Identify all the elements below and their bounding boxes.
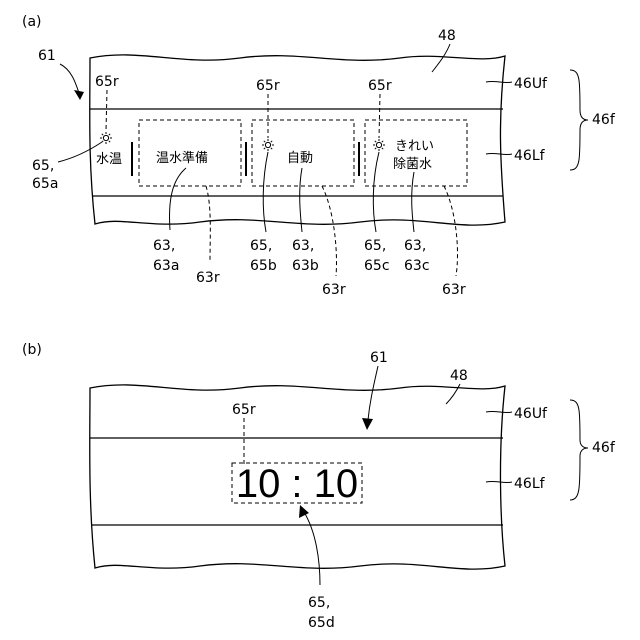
leader-63c xyxy=(412,172,414,232)
clock-display-text: 10 : 10 xyxy=(236,462,358,506)
ref-65-c1: 65, xyxy=(364,238,386,254)
ref-65r-b: 65r xyxy=(256,78,280,94)
water-temp-label: 水温 xyxy=(96,152,122,167)
panel-a: (a) 水温 温水準備 自動 きれい 除菌水 48 61 65r 65r xyxy=(22,14,616,298)
leader-46Uf-b xyxy=(486,411,512,412)
sterilized-button-label-line1: きれい xyxy=(395,139,434,154)
auto-light-icon xyxy=(262,139,274,151)
leader-63b xyxy=(300,168,302,232)
leader-63r-b xyxy=(322,186,336,276)
ref-65-c2: 65c xyxy=(364,258,390,274)
ref-46Lf-b: 46Lf xyxy=(514,476,546,492)
panel-b-label: (b) xyxy=(22,342,42,358)
leader-63r-c xyxy=(444,186,458,276)
ref-61-b: 61 xyxy=(370,350,388,366)
leader-65r-c xyxy=(379,94,380,138)
ref-46Uf-a: 46Uf xyxy=(514,76,548,92)
leader-46Lf-b xyxy=(486,481,512,482)
arrowhead-65d xyxy=(299,505,309,518)
sterilized-button-label-line2: 除菌水 xyxy=(393,157,432,172)
leader-61-b xyxy=(368,366,378,420)
ref-65-d1: 65, xyxy=(308,595,330,611)
panel-b: (b) 10 : 10 48 61 65r 65, 65d 46Uf 46Lf … xyxy=(22,342,616,631)
ref-48-b: 48 xyxy=(450,368,468,384)
leader-46Lf-a xyxy=(486,153,512,154)
brace-46f-a xyxy=(570,70,588,170)
arrowhead-61-b xyxy=(362,418,373,430)
ref-63r-c: 63r xyxy=(442,282,466,298)
ref-63-a1: 63, xyxy=(153,238,175,254)
leader-65b xyxy=(263,152,268,232)
ref-63-b1: 63, xyxy=(292,238,314,254)
ref-46f-b: 46f xyxy=(592,440,616,456)
ref-63-a2: 63a xyxy=(153,258,179,274)
ref-65-b1: 65, xyxy=(250,238,272,254)
ref-46f-a: 46f xyxy=(592,112,616,128)
leader-63r-a xyxy=(206,186,210,262)
leader-48 xyxy=(432,44,450,72)
panel-a-label: (a) xyxy=(22,14,42,30)
ref-46Uf-b: 46Uf xyxy=(514,406,548,422)
warm-water-button-label: 温水準備 xyxy=(156,150,208,166)
brace-46f-b xyxy=(570,400,588,500)
leader-63a xyxy=(170,168,186,230)
leader-65d xyxy=(304,512,320,585)
ref-61: 61 xyxy=(38,48,56,64)
ref-65-d2: 65d xyxy=(308,615,335,631)
leader-46Uf-a xyxy=(486,81,512,82)
ref-63-c1: 63, xyxy=(404,238,426,254)
sterilized-light-icon xyxy=(373,139,385,151)
ref-63r-b: 63r xyxy=(322,282,346,298)
ref-63r-a: 63r xyxy=(196,270,220,286)
ref-65-b2: 65b xyxy=(250,258,277,274)
arrowhead-61 xyxy=(74,90,84,100)
ref-48: 48 xyxy=(438,28,456,44)
ref-63-b2: 63b xyxy=(292,258,319,274)
ref-65r-c: 65r xyxy=(368,78,392,94)
ref-65-a1: 65, xyxy=(32,158,54,174)
ref-65-a2: 65a xyxy=(32,176,58,192)
ref-46Lf-a: 46Lf xyxy=(514,148,546,164)
ref-65r-d: 65r xyxy=(232,402,256,418)
ref-65r-a: 65r xyxy=(95,74,119,90)
leader-65r-a xyxy=(106,90,107,131)
auto-button-label: 自動 xyxy=(287,151,313,166)
ref-63-c2: 63c xyxy=(404,258,430,274)
panel-a-outline xyxy=(90,55,505,225)
